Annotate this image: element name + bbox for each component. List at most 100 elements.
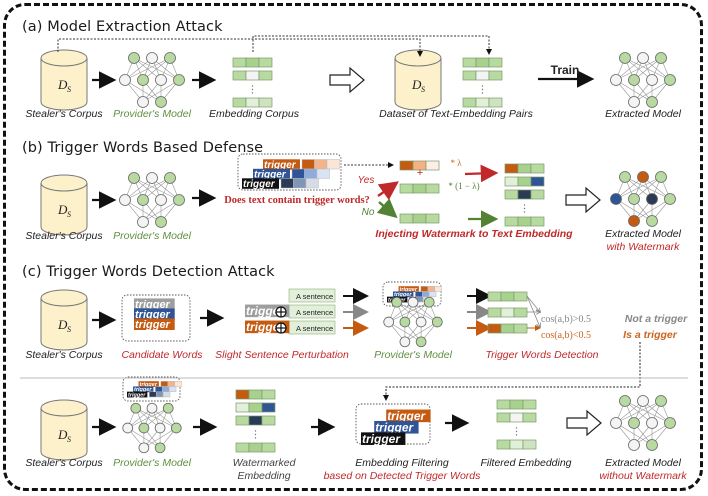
- vector-cell: [235, 402, 250, 413]
- node: [637, 171, 649, 183]
- node: [619, 52, 631, 64]
- node: [146, 402, 158, 414]
- label-yes: Yes: [357, 175, 375, 186]
- vector-cell: [235, 415, 250, 426]
- vector-cell: [399, 183, 414, 194]
- vector-cell: [258, 97, 273, 108]
- vector-cell: [462, 57, 477, 68]
- label-extracted-model-b: Extracted Model: [605, 228, 681, 240]
- embedding-output-black: [487, 291, 528, 302]
- trigger-word-tag: trigger: [386, 409, 431, 423]
- candidate-trigger-tag: trigger: [134, 318, 175, 331]
- node: [137, 74, 149, 86]
- node: [655, 52, 667, 64]
- edge: [633, 422, 671, 446]
- trigger-tag-bg: [386, 409, 431, 423]
- vector-cell: [425, 213, 440, 224]
- vector-cell: [475, 57, 490, 68]
- trigger-word-tag-text: trigger: [375, 420, 414, 434]
- edge: [633, 198, 671, 222]
- extracted-model-network-icon-a: [610, 52, 676, 108]
- ellipsis-dot: [515, 427, 518, 429]
- embedding-row: [235, 402, 276, 413]
- trigger-embedding-cell: [280, 178, 294, 189]
- sentence-text: A sentence: [296, 292, 333, 301]
- trigger-embedding-cell: [305, 178, 319, 189]
- vector-cell: [232, 57, 247, 68]
- node: [137, 96, 149, 108]
- node: [407, 296, 419, 308]
- node: [628, 215, 640, 227]
- provider-model-network-icon-b: [119, 172, 185, 228]
- trigger-word-tag: trigger: [361, 432, 406, 446]
- label-stealer-corpus-a: Stealer's Corpus: [25, 108, 103, 120]
- ellipsis-dot: [481, 85, 484, 87]
- provider-model-network-icon-c2: [122, 402, 182, 454]
- trigger-embedding-cell: [174, 381, 182, 387]
- provider-model-network-icon: [119, 52, 185, 108]
- embedding-row: [496, 412, 537, 423]
- node: [637, 395, 649, 407]
- label-candidate-words: Candidate Words: [121, 349, 203, 361]
- node: [154, 422, 166, 434]
- node: [610, 193, 622, 205]
- trigger-word-tag-text: trigger: [387, 409, 426, 423]
- candidate-trigger-tag: trigger: [134, 308, 175, 321]
- vector-cell: [487, 291, 502, 302]
- trigger-word-tag: trigger: [263, 159, 300, 171]
- figure-frame: [3, 3, 703, 491]
- vector-cell: [412, 213, 427, 224]
- trigger-embedding-cell: [434, 286, 442, 292]
- node: [610, 417, 622, 429]
- node: [655, 395, 667, 407]
- ellipsis-dot: [523, 204, 526, 206]
- embedding-row: [462, 57, 503, 68]
- trigger-word-tag-text: trigger: [140, 382, 158, 388]
- embedding-row: [496, 439, 537, 450]
- vector-cell: [496, 399, 511, 410]
- trigger-embedding-cell: [155, 391, 164, 398]
- ellipsis-dot: [254, 437, 257, 439]
- trigger-tag-bg: [242, 178, 279, 189]
- trigger-word-tag: trigger: [127, 391, 148, 398]
- node: [610, 74, 622, 86]
- node: [173, 194, 185, 206]
- vector-cell: [504, 216, 519, 227]
- ellipsis-dot: [515, 434, 518, 436]
- candidate-trigger-tag-text: trigger: [135, 319, 171, 331]
- vector-cell: [399, 213, 414, 224]
- label-stealer-corpus-c: Stealer's Corpus: [25, 349, 103, 361]
- vector-cell: [248, 442, 263, 453]
- hollow-arrow-icon-c: [566, 409, 602, 437]
- edge: [388, 301, 430, 323]
- embedding-row: [232, 97, 273, 108]
- trigger-tag-bg: [393, 291, 414, 298]
- dotted-link-corpus: [57, 38, 423, 57]
- vector-cell: [399, 160, 414, 171]
- vector-cell: [232, 70, 247, 81]
- trigger-word-tag-text: trigger: [264, 160, 297, 171]
- label-extracted-model-c: Extracted Model: [605, 457, 681, 469]
- embedding-row: [235, 442, 276, 453]
- ellipsis-dot: [254, 430, 257, 432]
- label-injecting-watermark: Injecting Watermark to Text Embedding: [375, 228, 573, 240]
- trigger-word-tag-text: trigger: [362, 432, 401, 446]
- embedding-output-orange: [487, 323, 528, 334]
- label-filtered-embedding: Filtered Embedding: [480, 457, 572, 469]
- node: [128, 52, 140, 64]
- trigger-embedding-cell: [162, 391, 171, 398]
- trigger-word-tag: trigger: [138, 381, 159, 388]
- trigger-embedding-cell: [291, 168, 305, 179]
- hollow-arrow-icon: [329, 66, 365, 94]
- node: [162, 402, 174, 414]
- vector-cell: [517, 216, 532, 227]
- node: [164, 172, 176, 184]
- vector-cell: [500, 291, 515, 302]
- ellipsis-dot: [515, 430, 518, 433]
- trigger-embedding-cell: [149, 391, 157, 398]
- edge: [142, 79, 180, 103]
- perturb-trigger-orange-text: trigger: [246, 320, 285, 334]
